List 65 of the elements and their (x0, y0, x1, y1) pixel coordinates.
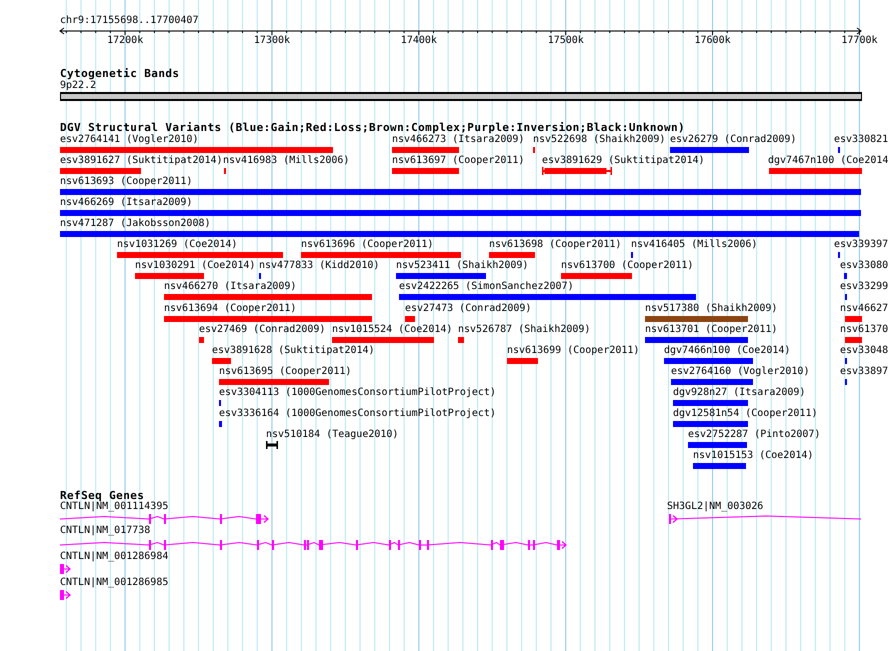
variant-label: esv27469 (Conrad2009) (199, 324, 326, 336)
variant-label: esv3336164 (1000GenomesConsortiumPilotProject) (219, 408, 496, 420)
gene-label: CNTLN|NM_001286984 (60, 551, 168, 563)
tick-label: 17200k (107, 35, 144, 47)
tick-label: 17300k (254, 35, 290, 47)
tick-label: 17400k (400, 35, 437, 47)
variant-label: nsv510184 (Teague2010) (266, 428, 398, 441)
variant-label: nsv416983 (Mills2006) (223, 155, 350, 168)
tick-label: 17700k (841, 35, 878, 47)
variant-label: esv33080 (840, 260, 888, 272)
variant-label: esv339397 (834, 239, 888, 252)
variant-label: nsv1031269 (Coe2014) (117, 239, 238, 252)
variant-label: nsv466270 (Itsara2009) (164, 281, 296, 294)
variant-label: nsv46627 (840, 302, 888, 315)
variant-label: nsv613693 (Cooper2011) (60, 176, 192, 188)
variant-label: nsv613698 (Cooper2011) (489, 239, 622, 252)
variant-label: nsv1030291 (Coe2014) (135, 260, 256, 272)
variant-label: esv2752287 (Pinto2007) (688, 428, 820, 441)
variant-label: nsv523411 (Shaikh2009) (396, 260, 528, 272)
variant-label: dgv12581n54 (Cooper2011) (673, 408, 818, 420)
variant-label: nsv477833 (Kidd2010) (259, 260, 380, 272)
variant-label: nsv517380 (Shaikh2009) (645, 302, 778, 315)
variant-label: esv33048 (840, 344, 888, 357)
variant-label: nsv466269 (Itsara2009) (60, 197, 192, 210)
variant-label: nsv613694 (Cooper2011) (164, 302, 296, 315)
variant-label: esv3891628 (Suktitipat2014) (212, 344, 375, 357)
variant-label: nsv613701 (Cooper2011) (645, 324, 778, 336)
variant-label: esv3891627 (Suktitipat2014) (60, 155, 223, 168)
track-title: DGV Structural Variants (Blue:Gain;Red:Loss;Brown:Complex;Purple:Inversion;Black:Unknown) (60, 122, 686, 134)
variant-label: nsv613696 (Cooper2011) (301, 239, 434, 252)
gene-label: CNTLN|NM_017738 (60, 525, 150, 537)
variant-label: esv33897 (840, 366, 888, 378)
variant-label: nsv466273 (Itsara2009) (392, 134, 524, 146)
variant-label: nsv471287 (Jakobsson2008) (60, 218, 211, 230)
variant-label: nsv613697 (Cooper2011) (392, 155, 524, 168)
variant-label: esv330821 (834, 134, 888, 146)
variant-label: nsv1015524 (Coe2014) (332, 324, 452, 336)
variant-label: nsv416405 (Mills2006) (631, 239, 758, 252)
variant-label: esv3891629 (Suktitipat2014) (542, 155, 705, 168)
variant-label: esv2764160 (Vogler2010) (671, 366, 810, 378)
variant-label: nsv613699 (Cooper2011) (507, 344, 640, 357)
variant-label: nsv613695 (Cooper2011) (219, 366, 352, 378)
variant-label: nsv61370 (840, 324, 888, 336)
variant-label: esv27473 (Conrad2009) (405, 302, 532, 315)
variant-label: nsv613700 (Cooper2011) (561, 260, 694, 272)
gene-label: CNTLN|NM_001286985 (60, 577, 168, 589)
tick-label: 17500k (548, 35, 584, 47)
track-title: RefSeq Genes (60, 490, 144, 502)
variant-label: nsv522698 (Shaikh2009) (533, 134, 666, 146)
variant-label: esv26279 (Conrad2009) (670, 134, 796, 146)
band-label: 9p22.2 (60, 80, 96, 92)
variant-label: dgv928n27 (Itsara2009) (673, 386, 806, 399)
variant-label: esv33299 (840, 281, 888, 294)
variant-label: nsv1015153 (Coe2014) (693, 450, 814, 462)
variant-label: dgv7467n100 (Coe2014 (768, 155, 888, 168)
variant-label: esv2422265 (SimonSanchez2007) (399, 281, 574, 294)
gene-label: SH3GL2|NM_003026 (667, 501, 764, 513)
variant-label: esv3304113 (1000GenomesConsortiumPilotProject) (219, 386, 496, 399)
coordinate-label: chr9:17155698..17700407 (60, 15, 198, 27)
variant-label: dgv7466n100 (Coe2014) (664, 344, 790, 357)
gene-label: CNTLN|NM_001114395 (60, 501, 168, 513)
variant-label: esv2764141 (Vogler2010) (60, 134, 198, 146)
tick-label: 17600k (694, 35, 731, 47)
variant-label: nsv526787 (Shaikh2009) (458, 324, 590, 336)
track-title: Cytogenetic Bands (60, 68, 180, 80)
